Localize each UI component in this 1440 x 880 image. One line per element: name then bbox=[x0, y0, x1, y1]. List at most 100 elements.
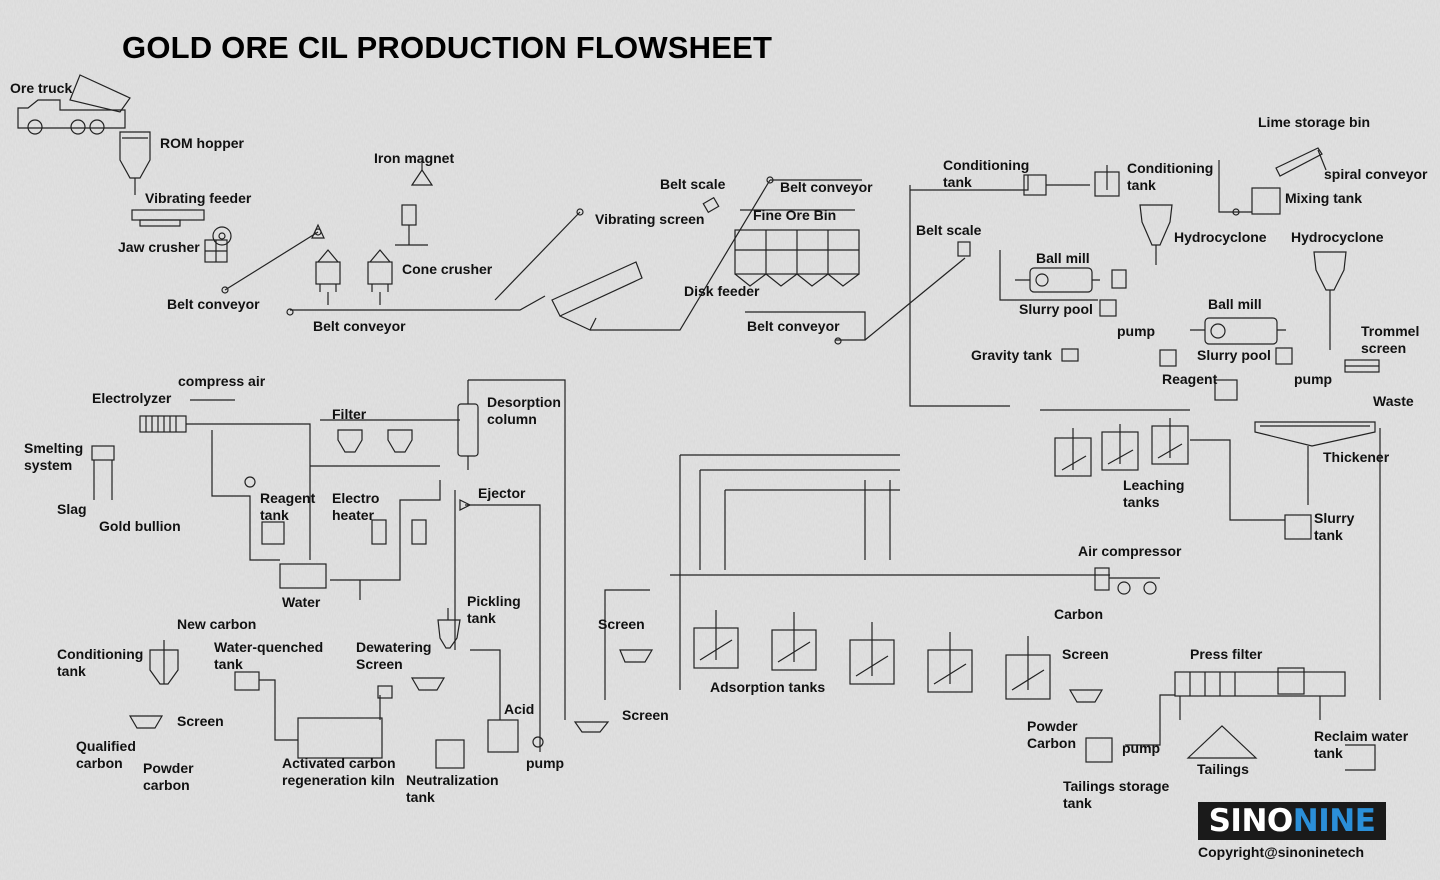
label-leaching-tanks-a: Leaching bbox=[1123, 477, 1185, 493]
label-water-quenched-tank-a: Water-quenched bbox=[214, 639, 324, 655]
label-hydrocyclone-1: Hydrocyclone bbox=[1174, 229, 1267, 245]
label-belt-conveyor-2: Belt conveyor bbox=[313, 318, 406, 334]
label-vibrating-feeder: Vibrating feeder bbox=[145, 190, 252, 206]
label-pickling-tank-a: Pickling bbox=[467, 593, 521, 609]
label-conditioning-tank-3b: tank bbox=[57, 663, 86, 679]
reagent-tank-icon bbox=[261, 521, 285, 545]
label-disk-feeder: Disk feeder bbox=[684, 283, 760, 299]
label-pump-1: pump bbox=[1117, 323, 1156, 339]
label-tailings: Tailings bbox=[1197, 761, 1249, 777]
label-air-compressor: Air compressor bbox=[1078, 543, 1182, 559]
label-slurry-tank-b: tank bbox=[1314, 527, 1343, 543]
label-electro-heater-a: Electro bbox=[332, 490, 380, 506]
adsorption-tank-1 bbox=[693, 610, 739, 669]
label-reagent-tank-b: tank bbox=[260, 507, 289, 523]
label-desorption-column-a: Desorption bbox=[487, 394, 561, 410]
electro-heater-1 bbox=[371, 519, 387, 545]
label-slurry-tank-a: Slurry bbox=[1314, 510, 1355, 526]
conditioning-tank-3-icon bbox=[149, 640, 179, 685]
label-pump-2: pump bbox=[1294, 371, 1333, 387]
label-iron-magnet: Iron magnet bbox=[374, 150, 455, 166]
label-press-filter: Press filter bbox=[1190, 646, 1263, 662]
label-neutralization-tank-a: Neutralization bbox=[406, 772, 499, 788]
label-screen-2: Screen bbox=[1062, 646, 1109, 662]
adsorption-tank-4 bbox=[927, 632, 973, 693]
filter-1 bbox=[337, 429, 363, 453]
label-smelting-system-b: system bbox=[24, 457, 73, 473]
leaching-tanks bbox=[1054, 418, 1189, 477]
label-pump-3: pump bbox=[526, 755, 565, 771]
hydrocyclone-2 bbox=[1313, 251, 1347, 350]
label-tailings-storage-tank-b: tank bbox=[1063, 795, 1092, 811]
filter-2 bbox=[387, 429, 413, 453]
adsorption-tank-2 bbox=[771, 612, 817, 671]
label-conditioning-tank-2a: Conditioning bbox=[1127, 160, 1214, 176]
label-tailings-storage-tank-a: Tailings storage bbox=[1063, 778, 1170, 794]
fine-ore-bin bbox=[734, 209, 860, 287]
label-cone-crusher: Cone crusher bbox=[402, 261, 493, 277]
belt-scale-icon bbox=[702, 196, 720, 214]
reagent-box bbox=[1159, 349, 1177, 367]
label-gold-bullion: Gold bullion bbox=[99, 518, 181, 534]
label-electro-heater-b: heater bbox=[332, 507, 375, 523]
label-belt-scale-2: Belt scale bbox=[916, 222, 982, 238]
label-qualified-carbon-b: carbon bbox=[76, 755, 123, 771]
thickener-icon bbox=[1254, 421, 1376, 505]
label-powder-carbon-1b: carbon bbox=[143, 777, 190, 793]
label-belt-conveyor-4: Belt conveyor bbox=[747, 318, 840, 334]
air-compressor bbox=[1094, 567, 1160, 595]
label-ball-mill-2: Ball mill bbox=[1208, 296, 1262, 312]
label-jaw-crusher: Jaw crusher bbox=[118, 239, 200, 255]
label-smelting-system-a: Smelting bbox=[24, 440, 84, 456]
label-trommel-screen-a: Trommel bbox=[1361, 323, 1420, 339]
ball-mill-2 bbox=[1190, 317, 1286, 345]
belt-scale-2-icon bbox=[957, 241, 971, 257]
label-adsorption-tanks: Adsorption tanks bbox=[710, 679, 826, 695]
adsorption-tank-5 bbox=[1005, 636, 1051, 700]
brand-logo-part1: SINO bbox=[1208, 803, 1294, 839]
gravity-tank-icon bbox=[1061, 348, 1079, 362]
label-water: Water bbox=[282, 594, 321, 610]
label-vibrating-screen: Vibrating screen bbox=[595, 211, 705, 227]
label-spiral-conveyor: spiral conveyor bbox=[1324, 166, 1428, 182]
water-quenched-tank-icon bbox=[234, 671, 260, 691]
belt-conveyor-4-line bbox=[745, 311, 866, 341]
label-ball-mill-1: Ball mill bbox=[1036, 250, 1090, 266]
neutralization-tank-icon bbox=[435, 739, 465, 769]
label-conditioning-tank-1b: tank bbox=[943, 174, 972, 190]
label-ore-truck: Ore truck bbox=[10, 80, 73, 96]
slurry-pool-2-icon bbox=[1275, 347, 1293, 365]
label-new-carbon: New carbon bbox=[177, 616, 257, 632]
label-trommel-screen-b: screen bbox=[1361, 340, 1407, 356]
label-conditioning-tank-1a: Conditioning bbox=[943, 157, 1030, 173]
label-lime-storage-bin: Lime storage bin bbox=[1258, 114, 1371, 130]
label-leaching-tanks-b: tanks bbox=[1123, 494, 1160, 510]
trommel-screen-icon bbox=[1344, 359, 1380, 373]
label-powder-carbon-1a: Powder bbox=[143, 760, 194, 776]
iron-magnet bbox=[311, 160, 434, 246]
adsorption-tank-3 bbox=[849, 622, 895, 685]
label-fine-ore-bin: Fine Ore Bin bbox=[753, 207, 837, 223]
ore-truck bbox=[17, 74, 131, 135]
label-screen-1: Screen bbox=[598, 616, 645, 632]
label-pickling-tank-b: tank bbox=[467, 610, 496, 626]
pickling-tank-icon bbox=[437, 608, 461, 649]
label-thickener: Thickener bbox=[1323, 449, 1390, 465]
label-dewatering-screen-a: Dewatering bbox=[356, 639, 432, 655]
label-slurry-pool-1: Slurry pool bbox=[1019, 301, 1093, 317]
label-acid: Acid bbox=[504, 701, 535, 717]
label-powder-carbon-2a: Powder bbox=[1027, 718, 1078, 734]
brand-logo-part2: NINE bbox=[1292, 803, 1376, 839]
cone-crusher-1 bbox=[315, 249, 341, 305]
press-filter-icon bbox=[1174, 667, 1346, 720]
label-reclaim-water-tank-a: Reclaim water bbox=[1314, 728, 1409, 744]
label-ejector: Ejector bbox=[478, 485, 526, 501]
water-tank-icon bbox=[279, 563, 327, 589]
label-conditioning-tank-2b: tank bbox=[1127, 177, 1156, 193]
label-qualified-carbon-a: Qualified bbox=[76, 738, 136, 754]
label-slag: Slag bbox=[57, 501, 87, 517]
label-desorption-column-b: column bbox=[487, 411, 537, 427]
label-belt-scale-1: Belt scale bbox=[660, 176, 726, 192]
label-belt-conveyor-1: Belt conveyor bbox=[167, 296, 260, 312]
